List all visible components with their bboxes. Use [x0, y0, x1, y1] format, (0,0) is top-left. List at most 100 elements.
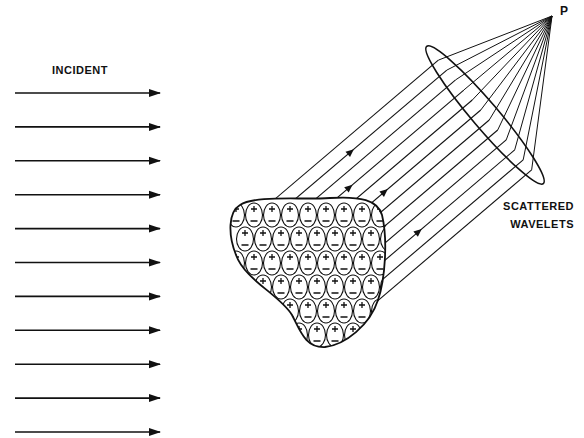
- ray-arrowhead: [413, 229, 421, 237]
- plus-sign: [233, 254, 239, 260]
- minus-sign: [386, 292, 393, 293]
- plus-sign: [242, 230, 248, 236]
- plus-sign: [305, 206, 311, 212]
- dipole-cell: [336, 347, 353, 371]
- plus-sign: [251, 350, 257, 356]
- minus-sign: [233, 316, 240, 317]
- dipole-cell: [327, 275, 344, 299]
- plus-sign: [314, 326, 320, 332]
- minus-sign: [341, 364, 348, 365]
- plus-sign: [269, 350, 275, 356]
- minus-sign: [350, 340, 357, 341]
- dipole-cell: [237, 323, 254, 347]
- minus-sign: [305, 220, 312, 221]
- dipole-cell: [255, 275, 272, 299]
- minus-sign: [386, 244, 393, 245]
- incident-arrow: [15, 160, 160, 162]
- minus-sign: [296, 340, 303, 341]
- incident-arrow: [15, 329, 160, 331]
- dipole-cell: [255, 227, 272, 251]
- minus-sign: [269, 316, 276, 317]
- dipole-cell: [300, 347, 317, 371]
- minus-sign: [287, 220, 294, 221]
- minus-sign: [305, 316, 312, 317]
- minus-sign: [359, 316, 366, 317]
- dipole-cell: [282, 251, 299, 275]
- plus-sign: [305, 350, 311, 356]
- dipole-cell: [372, 299, 389, 323]
- plus-sign: [323, 350, 329, 356]
- minus-sign: [323, 220, 330, 221]
- minus-sign: [233, 220, 240, 221]
- plus-sign: [242, 278, 248, 284]
- plus-sign: [278, 326, 284, 332]
- dipole-cell: [318, 299, 335, 323]
- plus-sign: [260, 326, 266, 332]
- minus-sign: [323, 268, 330, 269]
- plus-sign: [260, 230, 266, 236]
- plus-sign: [305, 302, 311, 308]
- dipole-cell: [273, 323, 290, 347]
- plus-sign: [332, 278, 338, 284]
- plus-sign: [341, 206, 347, 212]
- plus-sign: [359, 350, 365, 356]
- plus-sign: [368, 278, 374, 284]
- plus-sign: [233, 206, 239, 212]
- dipole-cell: [381, 227, 398, 251]
- minus-sign: [278, 244, 285, 245]
- dipole-cell: [363, 227, 380, 251]
- plus-sign: [332, 230, 338, 236]
- minus-sign: [377, 220, 384, 221]
- dipole-cell: [354, 299, 371, 323]
- plus-sign: [287, 254, 293, 260]
- plus-sign: [359, 254, 365, 260]
- minus-sign: [278, 340, 285, 341]
- minus-sign: [251, 220, 258, 221]
- focused-ray: [515, 16, 552, 150]
- plus-sign: [233, 350, 239, 356]
- minus-sign: [359, 268, 366, 269]
- minus-sign: [260, 292, 267, 293]
- plus-sign: [359, 206, 365, 212]
- ray-arrowhead: [344, 185, 352, 193]
- minus-sign: [377, 316, 384, 317]
- minus-sign: [251, 268, 258, 269]
- plus-sign: [251, 254, 257, 260]
- dipole-cell: [336, 251, 353, 275]
- dipole-cell: [372, 251, 389, 275]
- dipole-cell: [282, 347, 299, 371]
- dipole-cell: [291, 275, 308, 299]
- minus-sign: [368, 292, 375, 293]
- dipole-cell: [354, 203, 371, 227]
- dipole-cell: [246, 251, 263, 275]
- dipole-cell: [309, 227, 326, 251]
- minus-sign: [359, 220, 366, 221]
- plus-sign: [323, 254, 329, 260]
- focused-ray: [489, 16, 552, 120]
- plus-sign: [350, 326, 356, 332]
- dipole-cell: [255, 323, 272, 347]
- scattering-body: [230, 198, 385, 348]
- minus-sign: [332, 292, 339, 293]
- minus-sign: [296, 244, 303, 245]
- minus-sign: [287, 316, 294, 317]
- minus-sign: [377, 364, 384, 365]
- focused-ray: [532, 16, 552, 170]
- plus-sign: [314, 230, 320, 236]
- dipole-cells: [228, 203, 398, 371]
- dipole-cell: [354, 347, 371, 371]
- minus-sign: [287, 268, 294, 269]
- plus-sign: [341, 254, 347, 260]
- incident-arrow: [15, 228, 160, 230]
- dipole-cell: [381, 275, 398, 299]
- plus-sign: [368, 230, 374, 236]
- dipole-cell: [300, 203, 317, 227]
- plus-sign: [242, 326, 248, 332]
- minus-sign: [368, 340, 375, 341]
- plus-sign: [278, 278, 284, 284]
- plus-sign: [386, 326, 392, 332]
- dipole-cell: [309, 323, 326, 347]
- dipole-cell: [363, 275, 380, 299]
- plus-sign: [296, 326, 302, 332]
- dipole-cell: [264, 251, 281, 275]
